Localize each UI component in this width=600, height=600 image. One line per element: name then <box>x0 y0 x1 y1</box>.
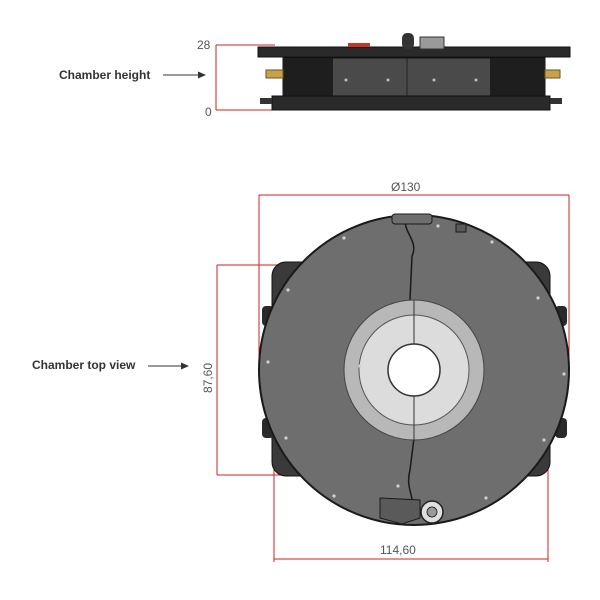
screw <box>286 288 290 292</box>
side-body-right-block <box>490 58 545 96</box>
depth-dim: 87,60 <box>201 363 215 393</box>
side-base-tab-right <box>550 98 562 104</box>
top-notch <box>391 213 433 225</box>
top-view: Ø130 87,60 114,60 <box>148 180 570 562</box>
screw <box>266 360 270 364</box>
diameter-dim: Ø130 <box>391 180 421 194</box>
side-screw-2 <box>386 78 390 82</box>
screw <box>358 364 362 368</box>
chamber-height-label: Chamber height <box>59 68 151 82</box>
screw <box>284 436 288 440</box>
side-top-knob <box>402 33 414 49</box>
side-fitting-left <box>265 69 284 79</box>
screw <box>436 224 440 228</box>
bottom-connector <box>379 497 421 525</box>
height-dim-bottom: 0 <box>205 105 212 119</box>
side-fitting-right <box>544 69 561 79</box>
chamber-top-view-label: Chamber top view <box>32 358 136 372</box>
side-body-left-block <box>283 58 333 96</box>
side-base-plate <box>271 95 551 111</box>
screw <box>562 372 566 376</box>
height-label-arrowhead <box>198 71 206 79</box>
side-screw-1 <box>344 78 348 82</box>
side-screw-4 <box>474 78 478 82</box>
side-base-tab-left <box>260 98 272 104</box>
bottom-knob-center <box>426 506 438 518</box>
top-screws <box>266 224 566 500</box>
screw <box>396 484 400 488</box>
screw <box>490 240 494 244</box>
side-screw-3 <box>432 78 436 82</box>
top-label-arrowhead <box>181 362 189 370</box>
screw <box>332 494 336 498</box>
side-top-plate <box>257 46 571 58</box>
screw <box>536 296 540 300</box>
side-top-connector <box>419 36 445 50</box>
screw <box>484 496 488 500</box>
top-center-hole <box>387 343 441 397</box>
top-small-tab <box>455 223 467 233</box>
side-view: 28 0 <box>163 33 571 119</box>
side-top-marker <box>348 43 370 47</box>
height-dim-top: 28 <box>197 38 211 52</box>
width-dim: 114,60 <box>380 543 416 557</box>
screw <box>342 236 346 240</box>
screw <box>542 438 546 442</box>
